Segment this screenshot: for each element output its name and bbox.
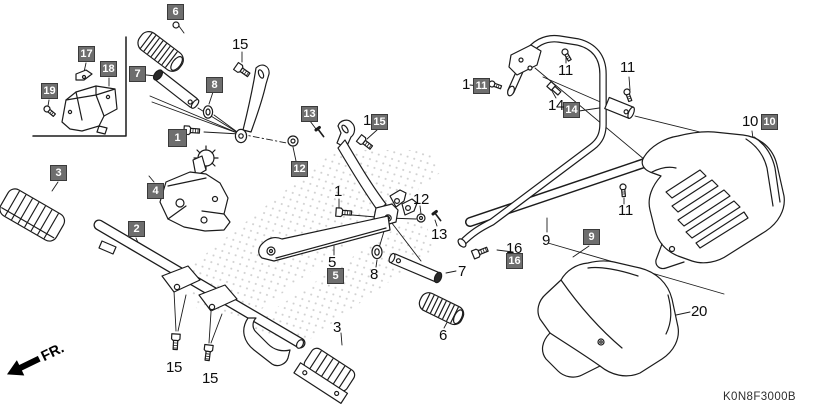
part-label-20: 20 <box>691 303 708 320</box>
part-hotspot-17[interactable]: 17 <box>78 46 95 62</box>
part-label-1: 1 <box>462 76 471 93</box>
part-2-pipe <box>93 219 306 367</box>
part-label-7: 7 <box>458 263 467 280</box>
part-4-bracket-plate <box>159 145 231 232</box>
part-hotspot-12[interactable]: 12 <box>291 161 308 177</box>
part-hotspot-15[interactable]: 15 <box>371 114 388 130</box>
part-label-16: 16 <box>506 240 523 257</box>
part-label-10: 10 <box>742 113 759 130</box>
part-label-14: 14 <box>548 97 565 114</box>
part-label-15: 15 <box>202 370 219 387</box>
part-7-rod-top <box>152 69 200 109</box>
part-label-1: 1 <box>334 183 343 200</box>
part-7-rod-bottom <box>388 252 443 284</box>
part-hotspot-7[interactable]: 7 <box>129 66 146 82</box>
part-label-9: 9 <box>542 232 551 249</box>
part-label-1: 1 <box>363 112 372 129</box>
part-hotspot-4[interactable]: 4 <box>147 183 164 199</box>
part-hotspot-6[interactable]: 6 <box>167 4 184 20</box>
part-hotspot-13[interactable]: 13 <box>301 106 318 122</box>
part-6-grip-rubber-bottom <box>418 292 465 326</box>
part-12-washer-b <box>416 213 426 223</box>
part-label-6: 6 <box>439 327 448 344</box>
part-pedal-upper-arm <box>234 64 270 144</box>
part-hotspot-16[interactable]: 16 <box>506 253 523 269</box>
part-hotspot-5[interactable]: 5 <box>327 268 344 284</box>
part-3-step-rubber-bottom <box>293 347 356 404</box>
part-label-13: 13 <box>431 226 448 243</box>
part-label-15: 15 <box>166 359 183 376</box>
part-hotspot-10[interactable]: 10 <box>761 114 778 130</box>
part-hotspot-9[interactable]: 9 <box>583 229 600 245</box>
part-17-clip <box>75 69 93 81</box>
part-hotspot-14[interactable]: 14 <box>563 102 580 118</box>
part-10-step-panel <box>641 131 785 270</box>
part-hotspot-19[interactable]: 19 <box>41 83 58 99</box>
part-6-grip-rubber-top <box>137 21 184 72</box>
part-hotspot-1[interactable]: 1 <box>168 129 187 147</box>
part-8-washer-bottom <box>371 244 383 260</box>
part-hotspot-11[interactable]: 11 <box>473 78 490 94</box>
part-label-15: 15 <box>232 36 249 53</box>
part-8-washer-top <box>202 105 214 119</box>
part-20-step-panel <box>537 260 679 378</box>
part-hotspot-8[interactable]: 8 <box>206 77 223 93</box>
diagram-code: K0N8F3000B <box>722 391 796 403</box>
part-label-11: 11 <box>620 59 635 76</box>
part-label-8: 8 <box>370 266 379 283</box>
part-12-washer-a <box>287 135 299 147</box>
part-5-pedal <box>258 119 418 262</box>
part-label-11: 11 <box>558 62 573 79</box>
part-label-5: 5 <box>328 254 337 271</box>
part-hotspot-18[interactable]: 18 <box>100 61 117 77</box>
part-hotspot-3[interactable]: 3 <box>50 165 67 181</box>
part-label-3: 3 <box>333 319 342 336</box>
part-label-11: 11 <box>618 202 633 219</box>
part-18-guard-bracket <box>61 85 118 135</box>
part-label-12: 12 <box>413 191 430 208</box>
inset-border <box>32 36 127 137</box>
part-hotspot-2[interactable]: 2 <box>128 221 145 237</box>
part-14-pin <box>546 81 562 96</box>
part-3-step-rubber-left <box>0 188 66 242</box>
